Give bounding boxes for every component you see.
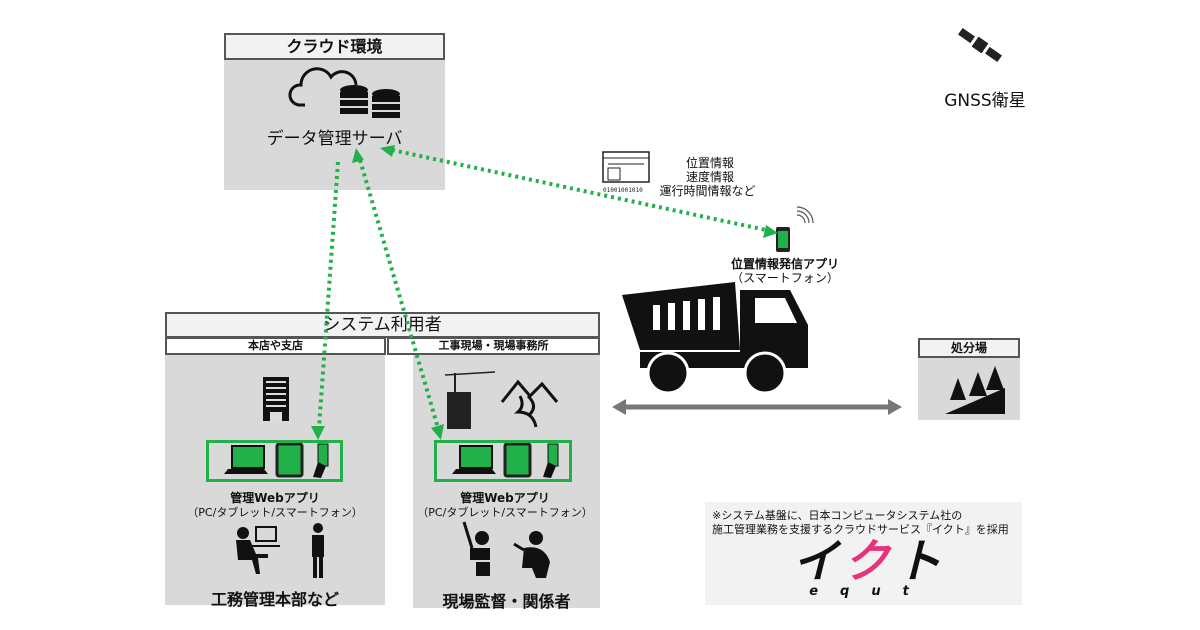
site-app-sub: （PC/タブレット/スマートフォン）: [417, 506, 593, 519]
hq-app-sub: （PC/タブレット/スマートフォン）: [187, 506, 363, 519]
note-line-1: ※システム基盤に、日本コンピュータシステム社の: [712, 509, 963, 522]
site-people-label: 現場監督・関係者: [442, 592, 571, 611]
site-header: 工事現場・現場事務所: [387, 337, 600, 355]
server-label: データ管理サーバ: [266, 129, 403, 149]
logo-i: イ: [792, 534, 844, 588]
site-app-label: 管理Webアプリ: [460, 491, 550, 505]
phone-app-sub: （スマートフォン）: [731, 271, 839, 285]
equt-logo: イクト: [770, 536, 970, 586]
logo-ku: ク: [843, 534, 896, 588]
info-line-3: 運行時間情報など: [659, 184, 756, 198]
satellite-label: GNSS衛星: [944, 91, 1026, 111]
cloud-header: クラウド環境: [224, 33, 445, 60]
logo-to: ト: [895, 534, 948, 588]
logo-sub: equt: [809, 584, 931, 599]
hq-header: 本店や支店: [165, 337, 386, 355]
phone-app-label: 位置情報発信アプリ: [730, 257, 839, 271]
site-device-box: [434, 440, 572, 482]
note-line-2: 施工管理業務を支援するクラウドサービス『イクト』を採用: [712, 523, 1009, 536]
note-box: [705, 502, 1022, 605]
hq-app-label: 管理Webアプリ: [230, 491, 320, 505]
users-header: システム利用者: [165, 312, 600, 338]
svg-text:01001001010: 01001001010: [603, 187, 643, 194]
hq-people-label: 工務管理本部など: [210, 590, 339, 609]
disposal-header: 処分場: [918, 338, 1020, 358]
hq-device-box: [206, 440, 343, 482]
